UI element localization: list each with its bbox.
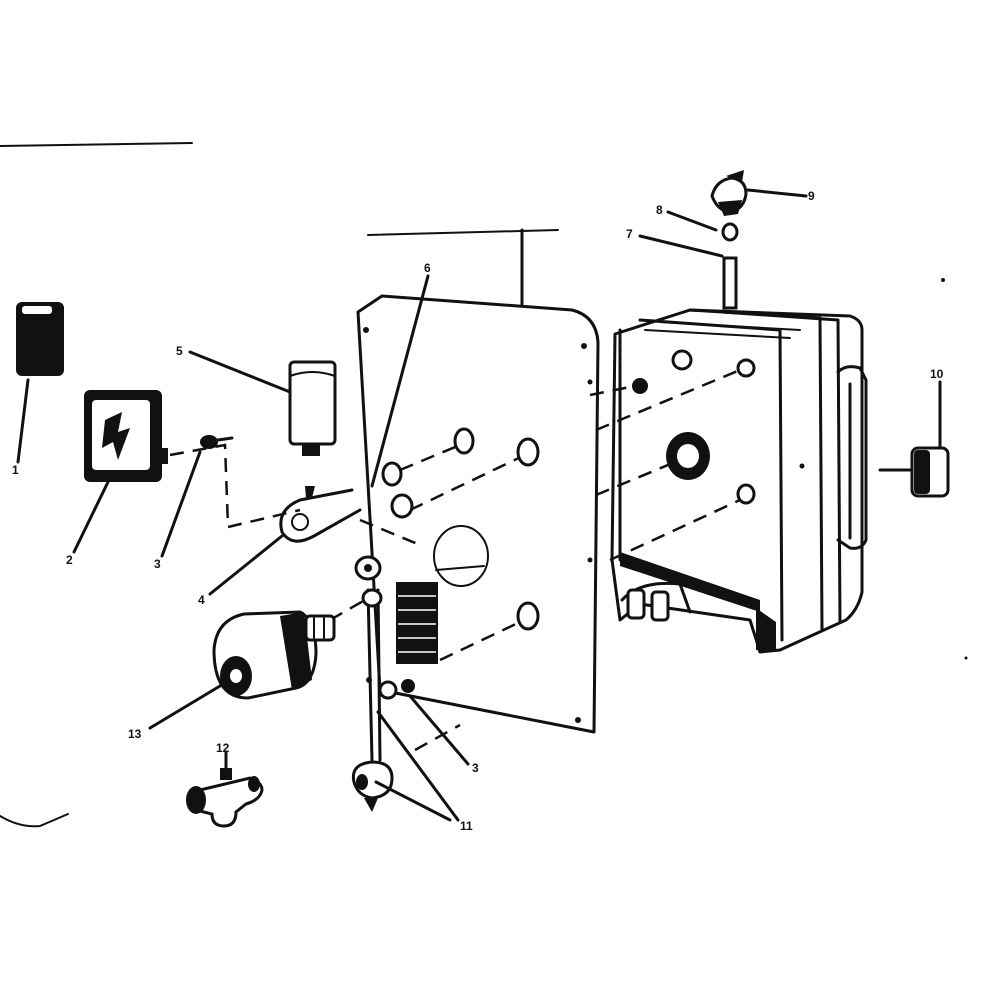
callout-13: 13 bbox=[128, 727, 142, 741]
part-13-gas-valve bbox=[212, 610, 336, 700]
part-1-cover bbox=[16, 302, 64, 376]
part-9-cap bbox=[710, 170, 748, 216]
leader-lines bbox=[16, 188, 942, 822]
callout-8: 8 bbox=[656, 203, 663, 217]
part-5-fuse-block bbox=[288, 360, 337, 456]
part-10-knob bbox=[878, 446, 950, 498]
callout-12: 12 bbox=[216, 741, 230, 755]
part-7-stem bbox=[722, 256, 738, 310]
callout-3: 3 bbox=[154, 557, 161, 571]
scan-dot-2 bbox=[964, 656, 968, 660]
callout-11: 11 bbox=[460, 819, 473, 833]
mounting-panel bbox=[354, 294, 600, 734]
callout-2: 2 bbox=[66, 553, 73, 567]
callout-4: 4 bbox=[198, 593, 205, 607]
part-2-thermostat-dial bbox=[84, 390, 168, 482]
part-4-clip bbox=[279, 486, 362, 543]
heater-body bbox=[610, 308, 868, 654]
callout-9: 9 bbox=[808, 189, 815, 203]
scan-mark-bottom bbox=[0, 813, 69, 828]
callout-10: 10 bbox=[930, 367, 944, 381]
part-3-screw bbox=[200, 435, 234, 449]
part-12-fitting bbox=[186, 768, 264, 828]
scan-line-top bbox=[0, 142, 193, 147]
callout-6: 6 bbox=[424, 261, 431, 275]
callout-5: 5 bbox=[176, 344, 183, 358]
callout-3-lower: 3 bbox=[472, 761, 479, 775]
callout-7: 7 bbox=[626, 227, 633, 241]
assembly-bracket bbox=[367, 229, 559, 236]
part-8-washer bbox=[721, 222, 739, 242]
scan-dot bbox=[941, 278, 945, 282]
callout-1: 1 bbox=[12, 463, 19, 477]
part-11-linkage bbox=[351, 588, 415, 812]
